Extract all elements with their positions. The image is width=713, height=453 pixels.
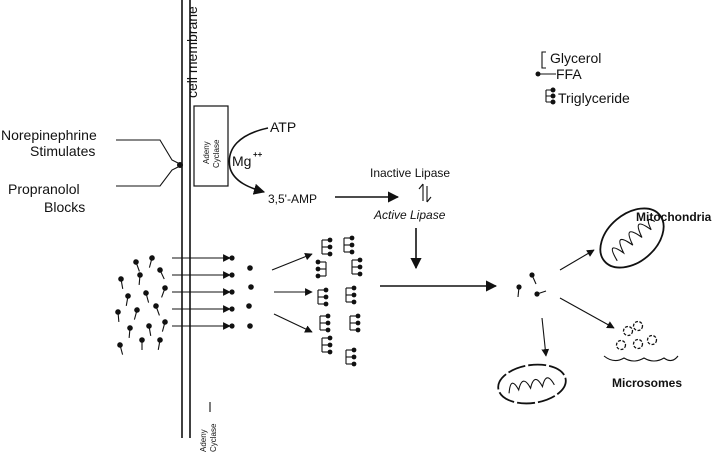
- magnesium-charge: ++: [253, 150, 263, 159]
- camp-label: 3,5'-AMP: [268, 192, 317, 206]
- ffa-molecule: [152, 302, 162, 316]
- triglyceride-molecule: [344, 236, 354, 255]
- ffa-molecule: [117, 342, 126, 356]
- ffa-molecule: [160, 319, 169, 333]
- adenyl-cyclase-bottom-label-1: Adeny: [199, 429, 208, 452]
- triglyceride-molecule: [322, 336, 332, 355]
- ffa-molecule: [126, 325, 133, 338]
- legend-glycerol: Glycerol: [550, 50, 601, 66]
- triglyceride-cluster: [316, 236, 363, 367]
- mitochondria-label: Mitochondria: [636, 210, 712, 224]
- norepinephrine-label: Norepinephrine: [1, 127, 97, 143]
- magnesium-label: Mg: [232, 153, 251, 169]
- ffa-molecule: [156, 337, 164, 351]
- triglyceride-molecule: [318, 288, 328, 307]
- cell-membrane-label: cell membrane: [184, 6, 200, 98]
- triglyceride-molecule: [320, 314, 330, 333]
- ffa-molecule: [159, 284, 169, 298]
- microsomes-vesicles: [604, 322, 678, 362]
- propranolol-label: Propranolol: [8, 181, 80, 197]
- ffa-molecule: [156, 266, 166, 280]
- arrow-to-microsomes: [560, 298, 614, 328]
- microsomes-label: Microsomes: [612, 376, 682, 390]
- triglyceride-molecule: [352, 258, 362, 277]
- adenyl-cyclase-top-label-1: Adeny: [202, 141, 211, 164]
- released-ffa: [516, 272, 546, 297]
- ffa-molecule: [146, 323, 154, 337]
- ffa-molecule: [139, 337, 145, 350]
- blocks-label: Blocks: [44, 199, 85, 215]
- adenyl-cyclase-bottom-label-2: Cyclase: [209, 423, 218, 452]
- stimulates-label: Stimulates: [30, 143, 95, 159]
- ffa-molecule: [136, 272, 143, 285]
- legend-ffa: FFA: [556, 66, 582, 82]
- ffa-molecule: [115, 309, 122, 322]
- active-lipase-label: Active Lipase: [373, 208, 446, 222]
- arrow-to-mitochondria-top: [560, 250, 594, 270]
- ffa-molecule: [132, 258, 142, 272]
- esterification-arrows: [272, 254, 312, 332]
- receptor-connectors: [116, 140, 183, 186]
- legend-triglyceride: Triglyceride: [558, 90, 630, 106]
- mitochondrion-bottom: [496, 360, 569, 407]
- ffa-molecule: [132, 307, 141, 321]
- triglyceride-molecule: [350, 314, 360, 333]
- inactive-lipase-label: Inactive Lipase: [370, 166, 450, 180]
- atp-label: ATP: [270, 119, 296, 135]
- triglyceride-molecule: [346, 286, 356, 305]
- ffa-molecule: [147, 255, 156, 269]
- equilibrium-arrows: [419, 184, 431, 202]
- intracellular-ffa: [246, 265, 254, 329]
- ffa-molecule: [118, 276, 126, 290]
- triglyceride-molecule: [346, 348, 356, 367]
- mitochondrion-top: [589, 196, 675, 279]
- triglyceride-molecule: [322, 238, 332, 257]
- extracellular-ffa: [115, 255, 169, 356]
- adenyl-cyclase-box-top: [194, 106, 228, 186]
- arrow-to-mitochondria-bottom: [542, 318, 546, 356]
- adenyl-cyclase-top-label-2: Cyclase: [212, 139, 221, 168]
- triglyceride-molecule: [316, 260, 326, 279]
- ffa-molecule: [124, 293, 132, 307]
- ffa-molecule: [143, 290, 152, 304]
